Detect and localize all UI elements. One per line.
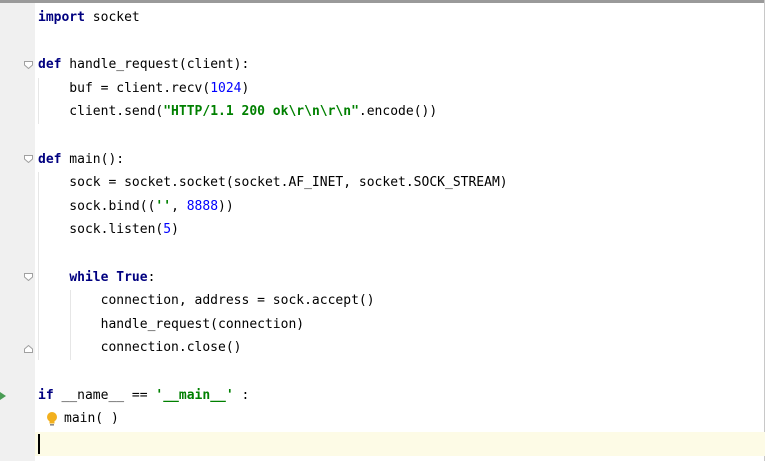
code-token: main(): [61,151,125,167]
code-token: 1024 [210,80,242,96]
lightbulb-icon[interactable] [46,411,58,427]
code-token: socket [84,10,140,25]
code-token: def [38,151,62,167]
code-line[interactable]: import socket [38,6,508,30]
code-token: sock.bind(( [38,198,156,214]
run-gutter-icon[interactable] [0,392,6,400]
code-token: True [116,269,148,285]
indent-guide [70,290,71,360]
code-token: handle_request(client): [61,57,250,73]
code-token: import [38,10,85,25]
code-token: '' [155,198,172,214]
editor-gutter [0,3,35,461]
code-token: if [38,387,54,403]
code-token: 5 [163,222,172,238]
code-line[interactable]: main( ) [38,407,508,431]
code-line[interactable]: handle_request(connection) [38,313,508,337]
fold-marker-icon[interactable] [24,155,33,163]
code-lines[interactable]: import socket def handle_request(client):… [38,6,508,454]
code-line[interactable]: if __name__ == '__main__' : [38,384,508,408]
current-line-highlight [35,432,765,456]
code-line[interactable]: sock.bind(('', 8888)) [38,195,508,219]
code-line[interactable] [38,431,508,455]
code-token: connection.close() [38,340,242,356]
fold-marker-icon[interactable] [24,61,33,69]
code-line[interactable]: sock.listen(5) [38,218,508,242]
indent-guide [38,78,39,124]
code-line[interactable]: connection.close() [38,336,508,360]
code-line[interactable] [38,242,508,266]
indent-guide [38,172,39,360]
code-line[interactable]: def handle_request(client): [38,53,508,77]
fold-end-marker-icon[interactable] [24,345,33,353]
code-line[interactable]: while True: [38,266,508,290]
code-line[interactable]: client.send("HTTP/1.1 200 ok\r\n\r\n".en… [38,100,508,124]
code-token: 8888 [186,198,219,214]
fold-marker-icon[interactable] [24,273,33,281]
code-token: ) [171,222,179,238]
code-line[interactable]: connection, address = sock.accept() [38,289,508,313]
code-token: sock.listen( [38,222,164,238]
code-token: connection, address = sock.accept() [38,293,375,309]
code-token: .encode()) [358,104,438,120]
code-token: '__main__' [155,387,234,403]
code-token: )) [218,198,234,214]
code-token: def [38,57,62,73]
editor-top-border [0,0,765,3]
text-caret [38,434,40,454]
code-token: handle_request(connection) [38,316,305,332]
code-line[interactable]: buf = client.recv(1024) [38,77,508,101]
code-line[interactable] [38,30,508,54]
code-line[interactable] [38,124,508,148]
code-token: buf = client.recv( [38,80,211,96]
code-token: __name__ == [53,387,156,403]
code-token: sock = socket.socket(socket.AF_INET, soc… [38,175,508,191]
code-line[interactable]: sock = socket.socket(socket.AF_INET, soc… [38,171,508,195]
code-token: , [171,198,187,214]
code-token: : [147,269,156,285]
code-line[interactable] [38,360,508,384]
code-token [38,270,69,285]
code-token: : [233,387,250,403]
code-token: "HTTP/1.1 200 ok\r\n\r\n" [163,104,359,120]
code-token: while [69,269,109,285]
code-token: main( ) [64,411,119,427]
code-line[interactable]: def main(): [38,148,508,172]
code-token: client.send( [38,104,164,120]
code-token: ) [241,80,250,96]
